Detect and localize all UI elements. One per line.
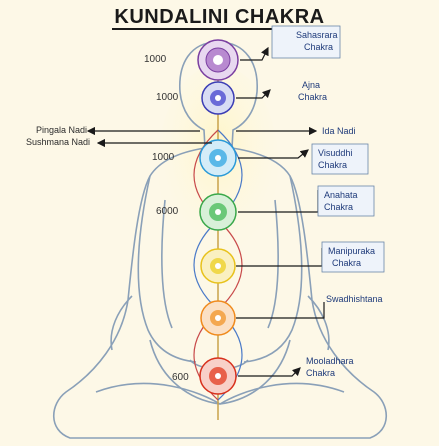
label-ajna: Ajna	[302, 80, 320, 91]
chakra-ajna	[202, 82, 234, 114]
label-anahata: Anahata	[324, 190, 358, 201]
chakra-swadhishtana	[201, 301, 235, 335]
petal-count-sahasrara: 1000	[144, 54, 166, 65]
chakra-manipuraka	[201, 249, 235, 283]
label-sushmana: Sushmana Nadi	[26, 137, 90, 148]
petal-count-visuddhi: 1000	[152, 152, 174, 163]
petal-count-ajna: 1000	[156, 92, 178, 103]
label-ajna-word: Chakra	[298, 92, 327, 103]
petal-count-anahata: 6000	[156, 206, 178, 217]
arrow-sahasrara	[240, 48, 268, 60]
label-sahasrara-word: Chakra	[304, 42, 333, 53]
label-sahasrara: Sahasrara	[296, 30, 338, 41]
label-swadhishtana: Swadhishtana	[326, 294, 383, 305]
arrow-swadhishtana	[236, 302, 324, 318]
label-manipuraka-word: Chakra	[332, 258, 361, 269]
chakra-anahata	[200, 194, 236, 230]
chakra-sahasrara	[198, 40, 238, 80]
petal-count-mooladhara: 600	[172, 372, 189, 383]
label-mooladhara: Mooladhara	[306, 356, 354, 367]
arrow-mooladhara	[238, 368, 300, 376]
label-anahata-word: Chakra	[324, 202, 353, 213]
label-mooladhara-word: Chakra	[306, 368, 335, 379]
label-visuddhi-word: Chakra	[318, 160, 347, 171]
chakra-visuddhi	[200, 140, 236, 176]
label-pingala: Pingala Nadi	[36, 125, 87, 136]
label-visuddhi: Visuddhi	[318, 148, 352, 159]
label-ida: Ida Nadi	[322, 126, 356, 137]
label-manipuraka: Manipuraka	[328, 246, 375, 257]
chakra-mooladhara	[200, 358, 236, 394]
